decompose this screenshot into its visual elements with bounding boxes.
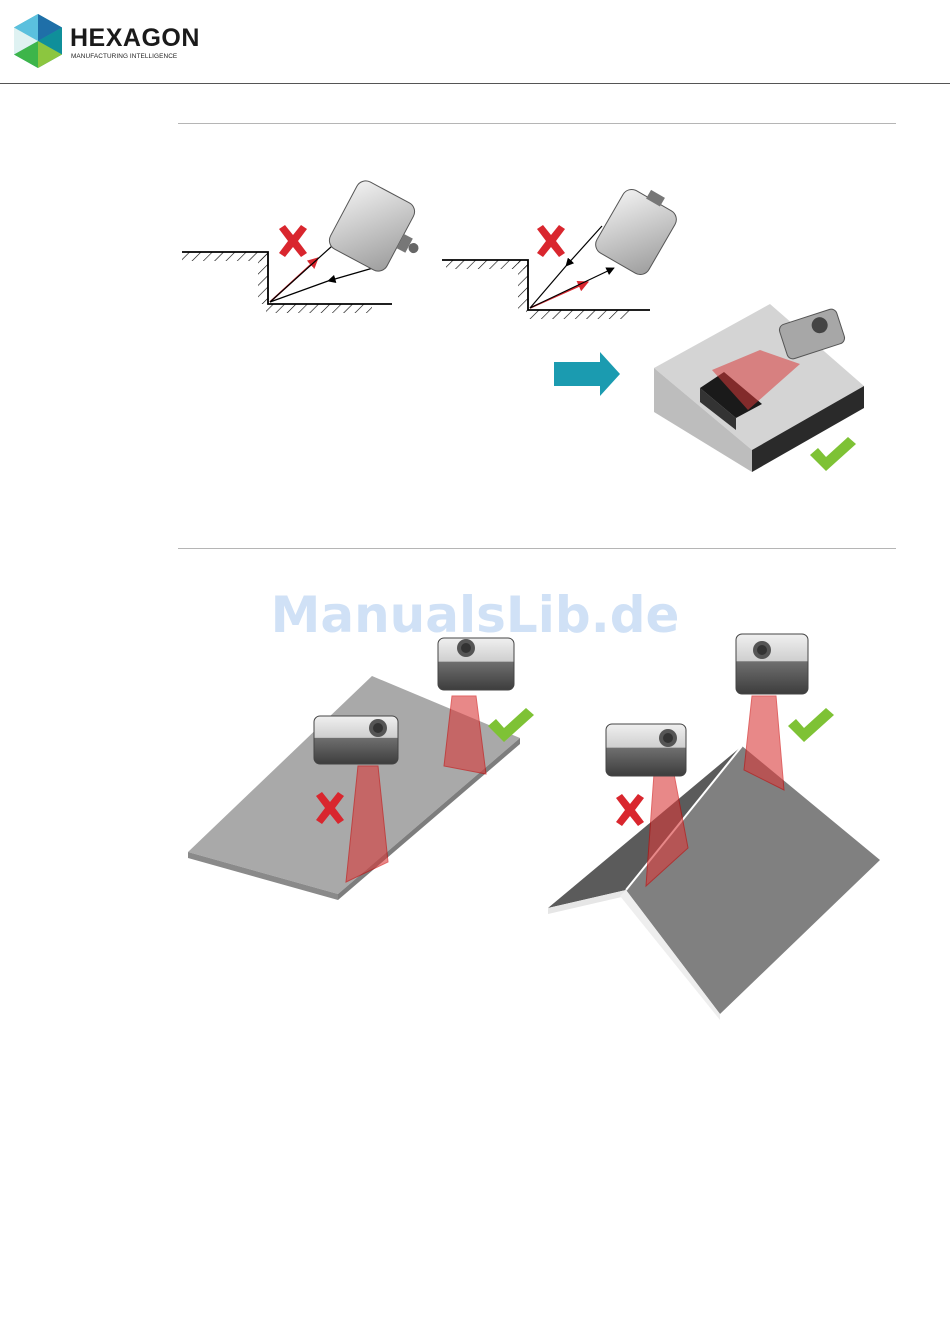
figure-scanner-cavity [0,170,950,490]
scanner-icon [778,308,846,361]
section-divider [178,548,896,549]
section-divider [178,123,896,124]
scanner-icon [326,177,436,284]
brand-name: HEXAGON [70,26,200,51]
check-icon [810,437,856,471]
scanner-icon [606,724,686,776]
scanner-icon [438,638,514,690]
scanner-icon [592,179,684,278]
cross-icon [537,225,565,257]
block-3d-illustration [654,304,864,472]
flat-plate-illustration [188,638,534,900]
header-divider [0,83,950,84]
hexagon-logo-icon [14,14,62,68]
cross-icon [616,794,644,826]
brand-tagline: MANUFACTURING INTELLIGENCE [71,54,177,60]
cavity-diagram-middle [442,179,684,319]
scanner-icon [736,634,808,694]
check-icon [788,708,834,742]
page-header: HEXAGON MANUFACTURING INTELLIGENCE [0,0,950,84]
scanner-icon [314,716,398,764]
cross-icon [279,225,307,257]
roof-illustration [548,634,880,1020]
arrow-right-icon [554,352,620,396]
figure-scanner-orientation [0,620,950,1030]
cavity-diagram-left [182,177,436,313]
